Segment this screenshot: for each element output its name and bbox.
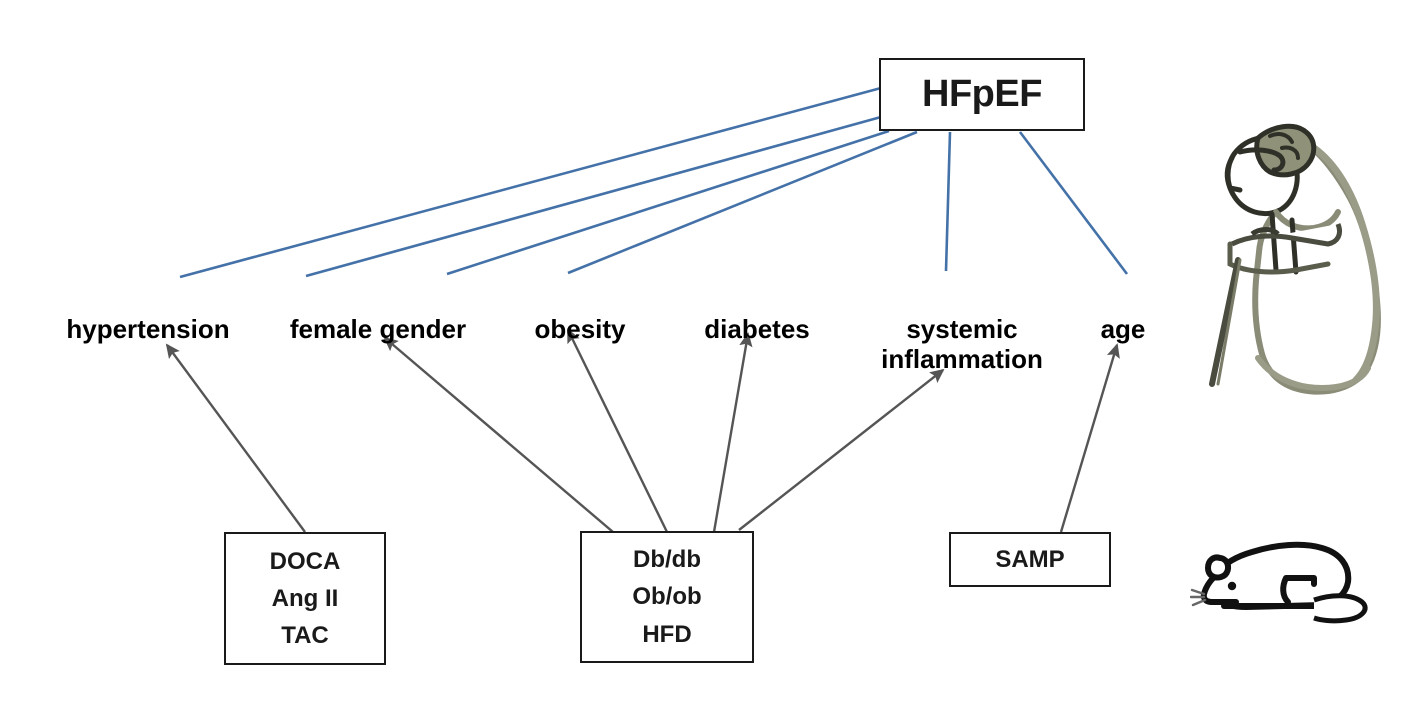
model-doca-line-1: DOCA — [269, 547, 341, 575]
edge-hfpef-age — [1018, 131, 1129, 275]
factor-systemic-inflammation-label: systemic inflammation — [881, 313, 1043, 375]
factor-age-label: age — [1100, 313, 1146, 344]
edge-dbdb-inflammation — [738, 368, 945, 531]
node-model-doca[interactable]: DOCA Ang II TAC — [224, 532, 386, 665]
model-dbdb-line-1: Db/db — [633, 546, 701, 574]
model-doca-line-2: Ang II — [271, 584, 339, 612]
factor-female-gender[interactable]: female gender — [290, 283, 466, 344]
model-dbdb-line-3: HFD — [642, 620, 692, 648]
model-doca-line-3: TAC — [281, 622, 329, 650]
factor-hypertension-label: hypertension — [66, 313, 230, 344]
node-hfpef[interactable]: HFpEF — [879, 58, 1085, 131]
model-arrow-group — [165, 328, 1120, 533]
factor-age[interactable]: age — [1101, 283, 1146, 344]
node-model-dbdb[interactable]: Db/db Ob/ob HFD — [580, 531, 754, 663]
edge-samp-age — [1059, 343, 1120, 533]
elderly-person-with-cane-illustration — [1209, 123, 1381, 395]
edge-dbdb-diabetes — [712, 332, 753, 533]
edge-hfpef-female-gender — [305, 115, 882, 278]
edge-hfpef-obesity — [446, 129, 890, 276]
factor-obesity[interactable]: obesity — [534, 283, 625, 344]
model-dbdb-line-2: Ob/ob — [632, 583, 702, 611]
node-model-samp[interactable]: SAMP — [949, 532, 1111, 587]
root-connector-group — [179, 86, 1129, 279]
laboratory-mouse-illustration — [1190, 541, 1368, 624]
edge-hfpef-hypertension — [179, 86, 882, 279]
factor-hypertension[interactable]: hypertension — [66, 283, 229, 344]
factor-diabetes-label: diabetes — [704, 313, 810, 344]
node-hfpef-label: HFpEF — [922, 73, 1042, 115]
factor-diabetes[interactable]: diabetes — [704, 283, 810, 344]
edge-hfpef-diabetes — [567, 130, 918, 275]
edge-doca-hypertension — [165, 343, 306, 533]
factor-obesity-label: obesity — [534, 313, 626, 344]
model-samp-line-1: SAMP — [995, 545, 1065, 573]
edge-dbdb-female-gender — [383, 336, 614, 533]
factor-female-gender-label: female gender — [289, 313, 467, 344]
factor-systemic-inflammation[interactable]: systemic inflammation — [881, 283, 1043, 375]
edge-hfpef-inflammation — [944, 131, 952, 272]
edge-dbdb-obesity — [566, 328, 669, 533]
